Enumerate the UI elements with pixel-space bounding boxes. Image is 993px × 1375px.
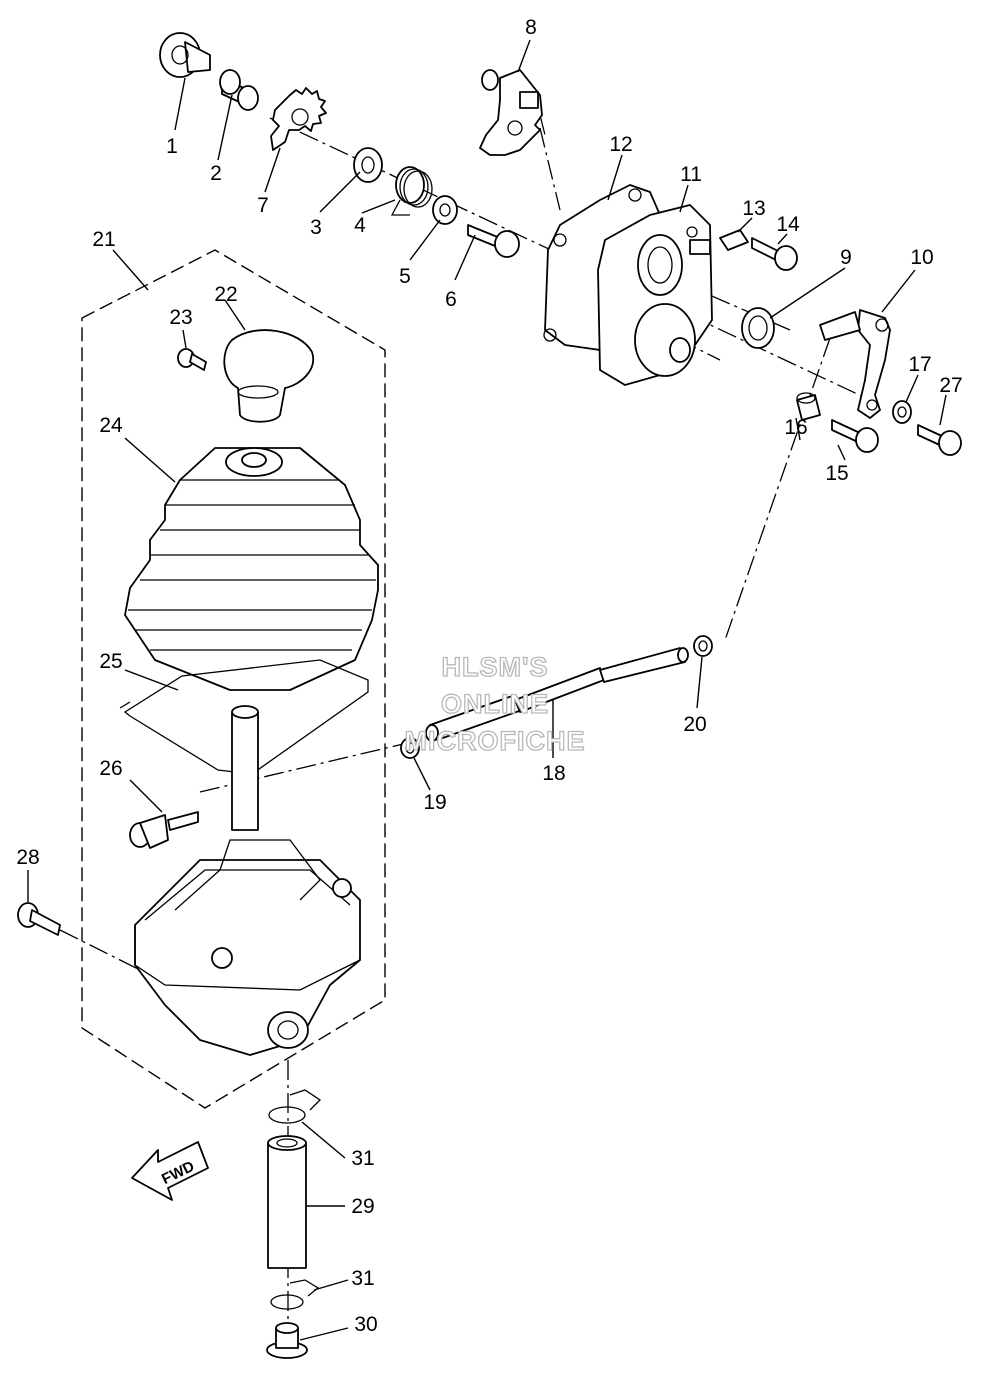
callout-26: 26: [99, 757, 122, 780]
part-28-bolt: [17, 902, 61, 936]
callout-12: 12: [609, 133, 632, 156]
callout-30: 30: [354, 1313, 377, 1336]
part-16-collar: [796, 392, 821, 421]
part-31-clip-upper: [268, 1089, 322, 1124]
callout-8: 8: [525, 16, 537, 39]
callout-28: 28: [16, 846, 39, 869]
callout-15: 15: [825, 462, 848, 485]
part-13-pin: [719, 229, 749, 251]
part-1-cap: [159, 32, 211, 78]
callout-14: 14: [776, 213, 800, 236]
watermark-line-3: MICROFICHE: [405, 726, 586, 756]
callout-31-upper: 31: [351, 1147, 374, 1170]
assembly-boundary: [81, 249, 386, 1109]
callout-3: 3: [310, 216, 322, 239]
callout-13: 13: [742, 197, 765, 220]
callout-23: 23: [169, 306, 192, 329]
part-22-knob: [223, 329, 315, 423]
callout-21: 21: [92, 228, 115, 251]
callout-29: 29: [351, 1195, 374, 1218]
callout-25: 25: [99, 650, 122, 673]
callout-18: 18: [542, 762, 565, 785]
part-19-nut: [400, 737, 420, 759]
part-11-cover: [597, 204, 713, 386]
part-5-washer: [432, 195, 458, 225]
callout-5: 5: [399, 265, 411, 288]
part-8-segment-gear: [479, 69, 543, 156]
callout-17: 17: [908, 353, 931, 376]
callout-labels: 1 2 3 4 5 6 7 8 9 10 11 12 13 14 15 16 1…: [16, 16, 962, 1336]
part-31-clip-lower: [270, 1279, 320, 1310]
callout-1: 1: [166, 135, 178, 158]
part-15-bolt: [831, 419, 879, 453]
callout-16: 16: [784, 416, 807, 439]
leader-lines: [27, 39, 947, 1341]
callout-9: 9: [840, 246, 852, 269]
watermark: HLSM'S ONLINE MICROFICHE: [404, 651, 586, 756]
callout-7: 7: [257, 194, 269, 217]
part-9-seal: [741, 307, 775, 349]
part-20-nut: [693, 635, 713, 657]
callout-11: 11: [680, 163, 702, 186]
part-2-collar: [219, 69, 259, 111]
callout-20: 20: [683, 713, 706, 736]
callout-22: 22: [214, 283, 237, 306]
part-4-spring: [390, 166, 433, 216]
callout-10: 10: [910, 246, 933, 269]
shift-lever-base: [134, 705, 361, 1056]
fwd-arrow-icon: FWD: [131, 1141, 209, 1201]
callout-31-lower: 31: [351, 1267, 374, 1290]
watermark-line-2: ONLINE: [441, 689, 549, 719]
part-17-washer: [892, 400, 912, 424]
part-3-washer: [353, 147, 383, 183]
part-6-bolt: [467, 224, 520, 258]
callout-4: 4: [354, 214, 366, 237]
callout-24: 24: [99, 414, 123, 437]
part-10-lever: [819, 309, 891, 419]
part-7-ratchet-plate: [270, 87, 327, 151]
part-30-bush: [266, 1322, 308, 1359]
callout-2: 2: [210, 162, 222, 185]
callout-27: 27: [939, 374, 962, 397]
callout-19: 19: [423, 791, 446, 814]
part-29-sleeve: [267, 1135, 307, 1269]
part-18-shift-rod: [425, 647, 689, 742]
part-14-bolt: [751, 237, 798, 271]
watermark-line-1: HLSM'S: [442, 652, 549, 682]
part-25-wire-clip: [119, 659, 369, 775]
part-27-bolt: [917, 424, 962, 456]
part-26-linkage: [129, 811, 199, 849]
callout-6: 6: [445, 288, 457, 311]
part-24-boot: [124, 447, 379, 691]
part-23-screw: [177, 348, 207, 371]
